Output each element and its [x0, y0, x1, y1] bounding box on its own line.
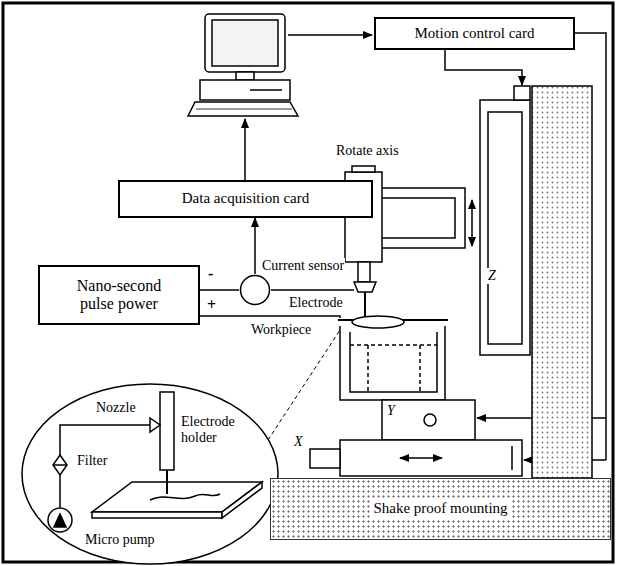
node-text: Motion control card [415, 25, 535, 42]
nozzle-inset [59, 475, 61, 508]
tank-and-stages [310, 316, 522, 476]
signal-wires [200, 316, 340, 318]
nozzle-inset [22, 384, 278, 564]
process-box: Motion control card [374, 17, 575, 50]
tank-and-stages [382, 400, 475, 440]
nozzle-inset [160, 392, 174, 470]
nozzle-inset [222, 482, 262, 518]
tank-and-stages [340, 326, 445, 400]
machine-column [488, 112, 522, 344]
axis-label: Z [487, 268, 497, 284]
polarity-label: - [207, 265, 214, 283]
axis-label: X [293, 434, 304, 450]
process-box: Nano-second pulse power [38, 265, 200, 325]
machine-column [480, 86, 592, 478]
nozzle-inset [22, 384, 278, 564]
tank-and-stages [424, 414, 436, 426]
nozzle-inset [92, 512, 222, 518]
tank-and-stages [340, 440, 522, 476]
computer-icon [200, 80, 290, 100]
polarity-label: + [206, 296, 217, 314]
computer-icon [188, 14, 298, 116]
part-label: Workpiece [250, 322, 312, 338]
node-text: Nano-second pulse power [68, 277, 170, 314]
nozzle-inset [150, 494, 220, 500]
spindle [352, 166, 375, 172]
tank-and-stages [400, 457, 442, 459]
tank-and-stages [368, 345, 420, 392]
computer-icon [236, 72, 254, 80]
computer-icon [188, 102, 298, 116]
tank-and-stages [350, 332, 437, 392]
node-text: Data acquisition card [182, 190, 309, 207]
process-box: Data acquisition card [118, 180, 373, 218]
nozzle-inset [60, 425, 150, 455]
computer-icon [205, 14, 285, 72]
nozzle-inset [166, 470, 168, 494]
spindle [382, 188, 465, 248]
signal-wires [271, 289, 354, 291]
machine-column [532, 86, 592, 478]
signal-wires [244, 119, 246, 180]
computer-icon [250, 89, 282, 91]
part-label: Micro pump [84, 532, 156, 548]
spindle [471, 200, 473, 246]
axis-label: Y [386, 403, 396, 419]
nozzle-inset [54, 514, 66, 527]
tank-and-stages [310, 449, 340, 468]
part-label: Nozzle [95, 400, 137, 416]
signal-wires [288, 34, 372, 36]
sensor-outline [239, 274, 271, 306]
spindle [354, 282, 376, 292]
nozzle-inset [150, 418, 160, 432]
sensor-circle: Current sensor [239, 274, 271, 306]
tank-and-stages [350, 344, 437, 346]
wire-connector [200, 289, 239, 291]
computer-icon [196, 109, 292, 110]
node-text: Current sensor [261, 258, 345, 274]
node-text: Shake proof mounting [370, 500, 510, 517]
part-label: Filter [76, 453, 108, 469]
wire-connector [254, 218, 256, 274]
spindle [358, 262, 370, 282]
tank-and-stages [352, 316, 404, 328]
part-label: Rotate axis [335, 143, 400, 159]
part-label: Electrode [288, 295, 344, 311]
spindle [364, 292, 366, 318]
spindle [382, 198, 455, 238]
tank-and-stages [511, 446, 513, 470]
nozzle-inset [53, 455, 67, 475]
nozzle-inset [48, 508, 72, 532]
computer-icon [212, 20, 278, 66]
zoom-leader [268, 330, 340, 440]
machine-column [514, 86, 530, 100]
part-label: Electrode holder [180, 414, 244, 446]
nozzle-inset [53, 464, 67, 466]
machine-column [480, 100, 530, 355]
sensor-outline [241, 276, 270, 305]
mounting-band: Shake proof mounting [270, 478, 611, 540]
signal-wires [445, 50, 522, 85]
